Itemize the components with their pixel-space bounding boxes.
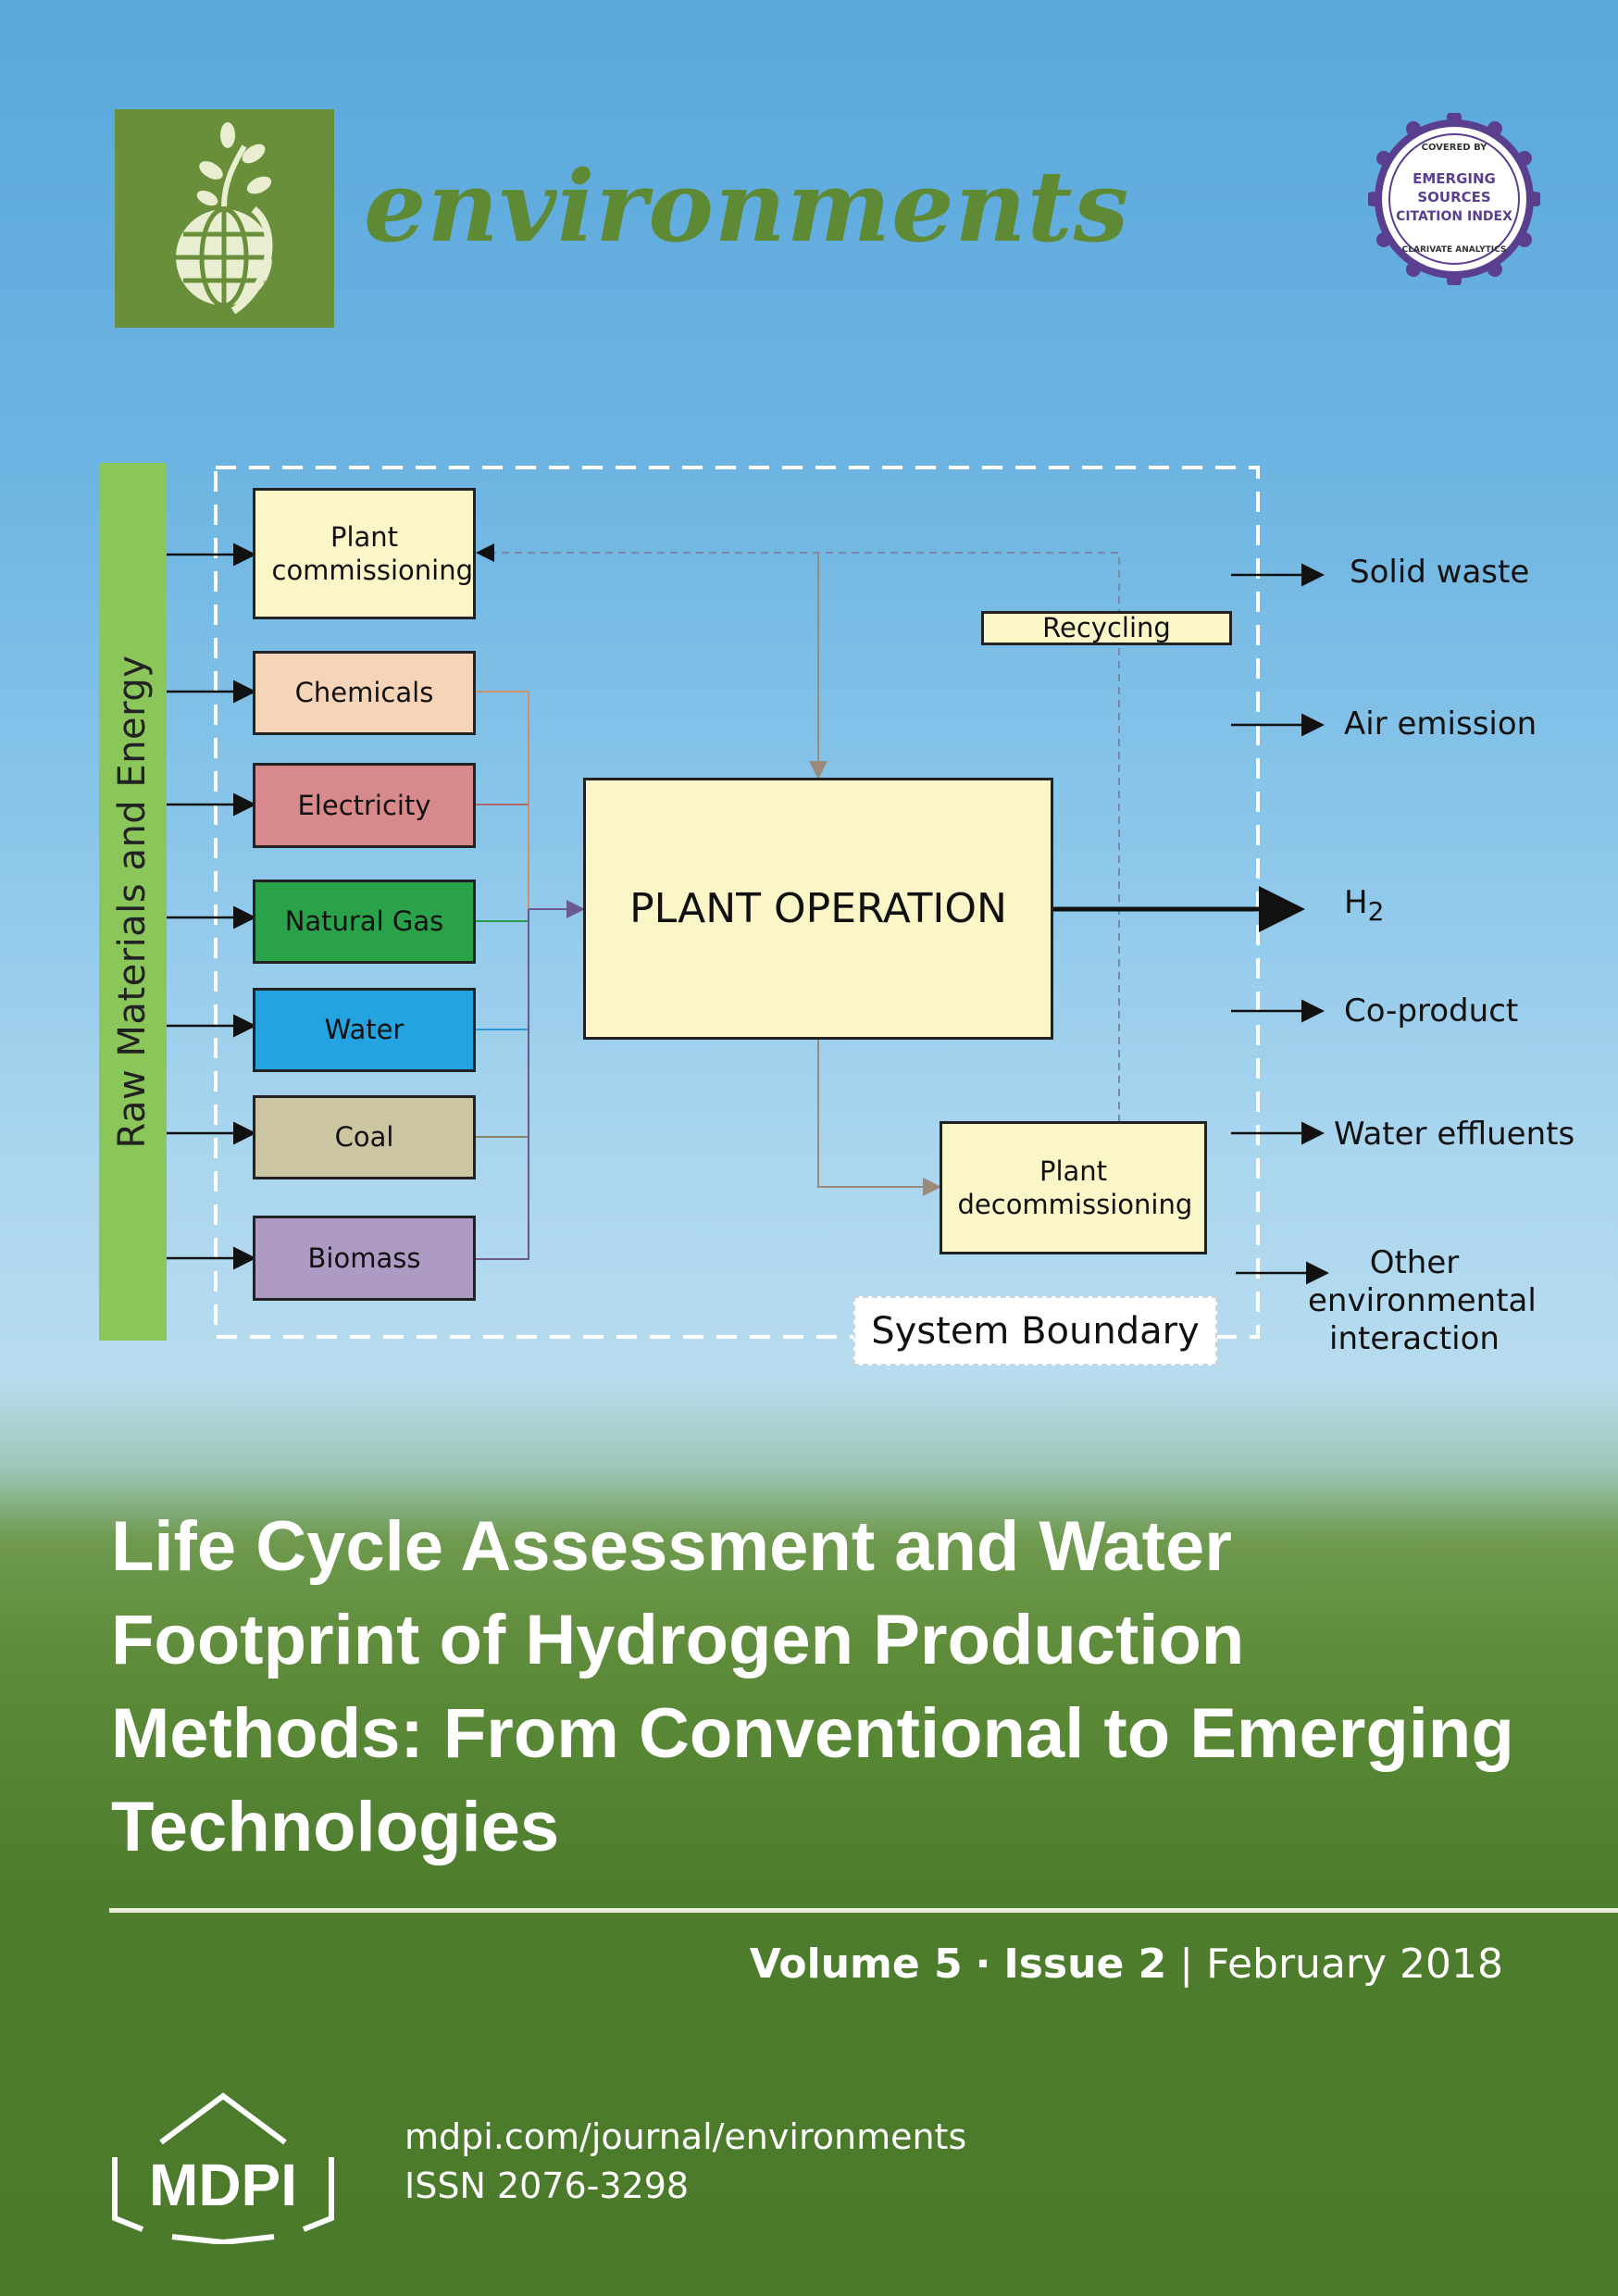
output-other-line3: interaction xyxy=(1329,1320,1500,1357)
biomass-label: Biomass xyxy=(307,1242,421,1274)
output-solid-waste: Solid waste xyxy=(1350,554,1530,591)
badge-line3: CITATION INDEX xyxy=(1396,209,1512,224)
h2-base: H xyxy=(1344,884,1368,921)
coal-label: Coal xyxy=(334,1121,394,1154)
mdpi-wordmark: MDPI xyxy=(149,2152,297,2218)
output-other: Other environmental interaction xyxy=(1308,1244,1537,1358)
diagram-lines xyxy=(167,466,1329,1339)
badge-footer: CLARIVATE ANALYTICS xyxy=(1402,245,1507,255)
badge-covered-by: COVERED BY xyxy=(1422,143,1488,153)
box-coal: Coal xyxy=(253,1095,476,1179)
box-plant-commissioning: Plant commissioning xyxy=(253,488,476,619)
journal-name: environments xyxy=(364,148,1130,264)
h2-subscript: 2 xyxy=(1367,895,1385,927)
badge-line2: SOURCES xyxy=(1417,189,1490,206)
electricity-label: Electricity xyxy=(297,789,431,821)
output-other-line1: Other xyxy=(1369,1244,1460,1281)
box-natural-gas: Natural Gas xyxy=(253,880,476,964)
globe-leaf-icon xyxy=(176,122,273,315)
badge-line1: EMERGING xyxy=(1413,170,1496,187)
recycling-label: Recycling xyxy=(1042,612,1171,644)
issue-info: Volume 5 · Issue 2 | February 2018 xyxy=(750,1940,1503,1988)
date-divider: | xyxy=(1179,1940,1194,1988)
raw-materials-label: Raw Materials and Energy xyxy=(111,655,154,1149)
journal-logo xyxy=(115,109,334,328)
journal-url[interactable]: mdpi.com/journal/environments xyxy=(404,2116,967,2157)
issue-number: Issue 2 xyxy=(1003,1940,1167,1988)
box-biomass: Biomass xyxy=(253,1216,476,1301)
title-divider xyxy=(109,1908,1618,1913)
issue-separator: · xyxy=(975,1940,991,1988)
system-boundary-frame xyxy=(214,466,1260,1339)
box-water: Water xyxy=(253,988,476,1072)
issn: ISSN 2076-3298 xyxy=(404,2165,690,2206)
plant-operation-label: PLANT OPERATION xyxy=(629,885,1007,932)
plant-commissioning-label: Plant commissioning xyxy=(271,520,474,586)
water-label: Water xyxy=(324,1014,404,1046)
box-chemicals: Chemicals xyxy=(253,651,476,735)
natural-gas-label: Natural Gas xyxy=(284,905,444,938)
issue-date: February 2018 xyxy=(1206,1940,1503,1988)
mdpi-logo: MDPI xyxy=(107,2090,339,2246)
raw-materials-bar xyxy=(99,463,167,1341)
box-recycling: Recycling xyxy=(981,611,1232,645)
chemicals-label: Chemicals xyxy=(294,677,434,709)
box-electricity: Electricity xyxy=(253,763,476,848)
box-plant-decommissioning: Plant decommissioning xyxy=(940,1121,1207,1254)
esci-badge: COVERED BY EMERGING SOURCES CITATION IND… xyxy=(1365,110,1543,288)
box-plant-operation: PLANT OPERATION xyxy=(583,778,1053,1040)
output-water-effluents: Water effluents xyxy=(1334,1116,1575,1153)
system-boundary-label: System Boundary xyxy=(853,1296,1217,1366)
output-h2: H2 xyxy=(1344,884,1384,927)
volume: Volume 5 xyxy=(749,1940,963,1988)
output-co-product: Co-product xyxy=(1344,992,1519,1029)
plant-decommissioning-label: Plant decommissioning xyxy=(957,1154,1193,1220)
output-air-emission: Air emission xyxy=(1344,705,1537,742)
output-other-line2: environmental xyxy=(1308,1282,1537,1319)
article-title: Life Cycle Assessment and Water Footprin… xyxy=(111,1507,1514,1866)
